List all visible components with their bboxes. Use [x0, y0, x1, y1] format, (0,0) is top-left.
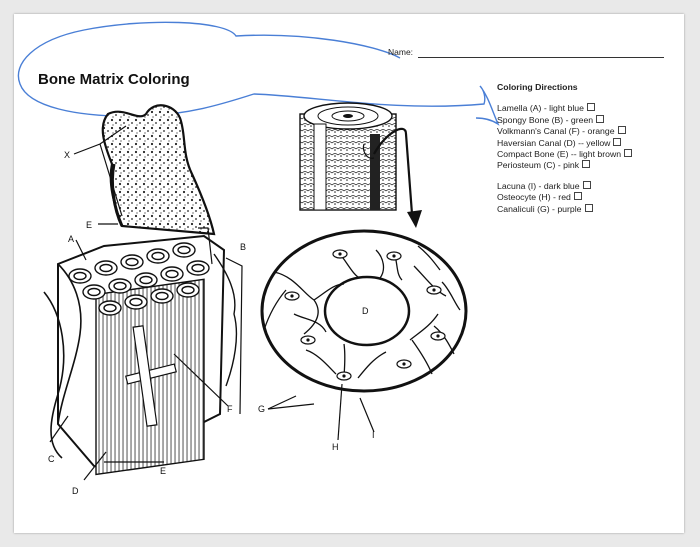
lacunae — [284, 249, 446, 381]
label-d-center: D — [362, 306, 369, 316]
checkbox[interactable] — [624, 149, 633, 158]
canaliculi — [263, 245, 461, 381]
label-x: X — [64, 150, 70, 160]
coloring-directions: Coloring Directions Lamella (A) - light … — [497, 82, 677, 215]
osteon-cross-section — [260, 229, 468, 393]
checkbox[interactable] — [584, 203, 593, 212]
directions-item: Haversian Canal (D) -- yellow — [497, 137, 677, 149]
label-e-bottom: E — [160, 466, 166, 476]
label-i: I — [372, 430, 375, 440]
directions-item: Osteocyte (H) - red — [497, 192, 677, 203]
checkbox[interactable] — [613, 137, 622, 146]
directions-item: Lamella (A) - light blue — [497, 103, 677, 114]
long-bone-end — [101, 104, 216, 236]
label-c: C — [48, 454, 55, 464]
directions-item: Lacuna (I) - dark blue — [497, 180, 677, 192]
page-title: Bone Matrix Coloring — [38, 71, 190, 88]
checkbox[interactable] — [596, 114, 605, 123]
name-line — [418, 57, 664, 58]
directions-item: Spongy Bone (B) - green — [497, 114, 677, 126]
checkbox[interactable] — [573, 192, 582, 201]
checkbox[interactable] — [582, 180, 591, 189]
checkbox[interactable] — [617, 126, 626, 135]
checkbox[interactable] — [582, 160, 591, 169]
label-h: H — [332, 442, 339, 452]
name-label: Name: — [388, 47, 414, 57]
leader-lines — [49, 125, 375, 481]
label-e-top: E — [86, 220, 92, 230]
label-f: F — [227, 404, 233, 414]
label-a: A — [68, 234, 74, 244]
directions-heading: Coloring Directions — [497, 82, 578, 92]
label-b: B — [240, 242, 246, 252]
osteon-tops — [68, 242, 210, 316]
directions-item: Periosteum (C) - pink — [497, 160, 677, 171]
worksheet-page: Bone Matrix Coloring Name: Coloring Dire… — [14, 14, 684, 533]
directions-item: Canaliculi (G) - purple — [497, 203, 677, 215]
bone-diagrams: X E A B C D E F D G H I — [43, 102, 468, 496]
compact-bone-block — [43, 234, 238, 476]
osteon-cylinder — [299, 102, 422, 228]
osteocytes — [290, 252, 440, 378]
checkbox[interactable] — [586, 103, 595, 112]
directions-item: Volkmann's Canal (F) - orange — [497, 126, 677, 137]
label-d-left: D — [72, 486, 79, 496]
label-g: G — [258, 404, 265, 414]
directions-item: Compact Bone (E) -- light brown — [497, 149, 642, 160]
